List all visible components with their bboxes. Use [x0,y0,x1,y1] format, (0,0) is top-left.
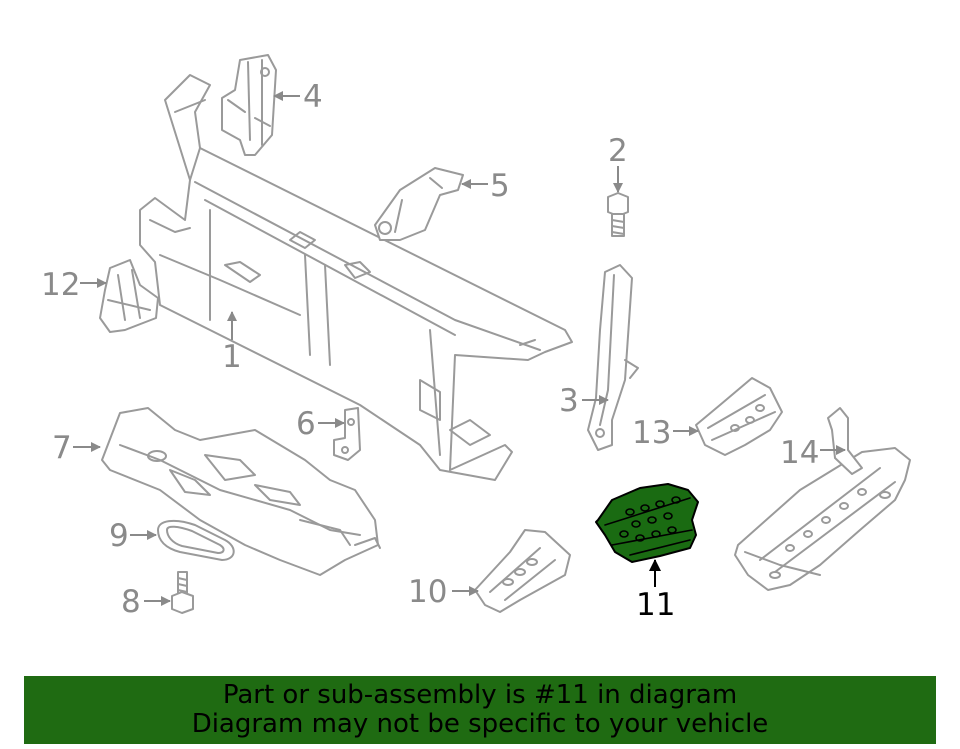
callout-2: 2 [608,133,628,169]
banner-line-1: Part or sub-assembly is #11 in diagram [222,680,738,710]
part-9-seal [157,519,235,561]
callout-labels: 1 2 3 4 5 6 7 8 9 10 11 12 13 14 [41,79,819,623]
callout-6: 6 [296,406,316,442]
part-3-support-bracket [587,264,639,451]
callout-14: 14 [780,435,819,471]
callout-13: 13 [632,415,671,451]
info-banner: Part or sub-assembly is #11 in diagram D… [24,676,936,744]
callout-10: 10 [408,574,447,610]
callout-9: 9 [109,518,129,554]
callout-1: 1 [222,339,242,375]
parts-diagram: 1 2 3 4 5 6 7 8 9 10 11 12 13 14 [41,54,911,623]
part-13-bracket [695,377,783,456]
callout-4: 4 [303,79,323,115]
part-12-bracket [99,259,159,333]
part-7-splash-shield [101,407,381,576]
part-14-rail [734,407,911,591]
callout-12: 12 [41,267,80,303]
part-11-highlighted [595,483,699,563]
part-2-bolt [607,192,629,237]
part-6-angle-bracket [333,407,361,461]
part-4-bracket [221,54,277,156]
part-1-radiator-support [139,74,573,481]
callout-5: 5 [490,168,510,204]
leader-lines [73,91,846,606]
part-5-strap [374,167,464,241]
callout-8: 8 [121,584,141,620]
part-8-bolt [171,571,194,614]
callout-3: 3 [559,383,579,419]
callout-11: 11 [636,587,675,623]
callout-7: 7 [52,430,72,466]
banner-line-2: Diagram may not be specific to your vehi… [191,709,769,739]
part-10-bracket [474,529,571,613]
